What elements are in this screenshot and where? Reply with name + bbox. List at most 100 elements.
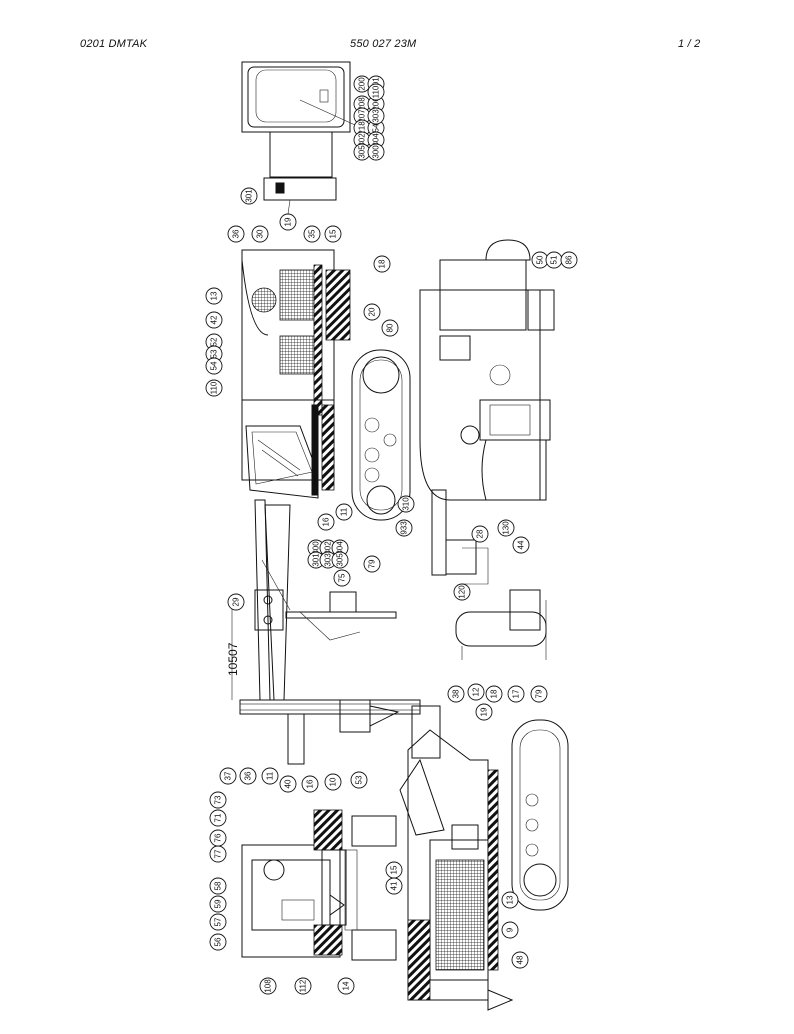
item-balloon: 20 bbox=[363, 303, 381, 321]
balloon-label: 44 bbox=[517, 540, 526, 549]
balloon-label: 30 bbox=[256, 229, 265, 238]
balloon-circle bbox=[303, 225, 321, 243]
item-balloon: 304 bbox=[331, 539, 349, 557]
balloon-label: 15 bbox=[329, 229, 338, 238]
balloon-label: 130 bbox=[502, 521, 511, 535]
balloon-label: 79 bbox=[368, 559, 377, 568]
balloon-label: 18 bbox=[378, 259, 387, 268]
balloon-circle bbox=[324, 773, 342, 791]
balloon-label: 305 bbox=[358, 145, 367, 159]
balloon-label: 112 bbox=[299, 979, 308, 992]
item-balloon: 120 bbox=[453, 583, 471, 601]
item-balloon: 56 bbox=[209, 933, 227, 951]
item-balloon: 15 bbox=[385, 861, 403, 879]
balloon-circle bbox=[501, 921, 519, 939]
balloon-label: 305 bbox=[336, 553, 345, 567]
balloon-label: 303 bbox=[372, 109, 381, 123]
balloon-circle bbox=[350, 771, 368, 789]
balloon-label: 207 bbox=[358, 109, 367, 123]
balloon-label: 206 bbox=[372, 97, 381, 111]
balloon-label: 17 bbox=[512, 689, 521, 698]
item-balloon: 37 bbox=[219, 767, 237, 785]
balloon-circle bbox=[530, 685, 548, 703]
balloon-label: 48 bbox=[516, 955, 525, 964]
balloon-circle bbox=[485, 685, 503, 703]
item-balloon: 110 bbox=[367, 83, 385, 101]
balloon-circle bbox=[209, 809, 227, 827]
balloon-label: 28 bbox=[476, 529, 485, 538]
item-balloon: 36 bbox=[239, 767, 257, 785]
header-page-indicator: 1 / 2 bbox=[678, 38, 701, 50]
balloon-circle bbox=[209, 933, 227, 951]
item-balloon: 13 bbox=[205, 287, 223, 305]
item-balloon: 301 bbox=[240, 187, 258, 205]
item-balloon: 18 bbox=[485, 685, 503, 703]
balloon-circle bbox=[363, 303, 381, 321]
balloon-label: 86 bbox=[565, 255, 574, 264]
rear-view bbox=[399, 705, 569, 1011]
balloon-circle bbox=[317, 513, 335, 531]
balloon-label: 58 bbox=[214, 881, 223, 890]
item-balloon: 12 bbox=[467, 683, 485, 701]
item-balloon: 11 bbox=[335, 503, 353, 521]
balloon-circle bbox=[395, 519, 413, 537]
balloon-label: 301 bbox=[312, 553, 321, 567]
balloon-label: 71 bbox=[214, 813, 223, 822]
balloon-circle bbox=[227, 225, 245, 243]
balloon-circle bbox=[453, 583, 471, 601]
item-balloon: 59 bbox=[209, 895, 227, 913]
balloon-circle bbox=[219, 767, 237, 785]
balloon-circle bbox=[205, 357, 223, 375]
balloon-label: 77 bbox=[214, 849, 223, 858]
length-dimension-label: 10507 bbox=[226, 642, 240, 676]
item-balloon: 76 bbox=[209, 829, 227, 847]
item-balloon: 40 bbox=[279, 775, 297, 793]
item-balloon: 19 bbox=[279, 213, 297, 231]
balloon-circle bbox=[471, 525, 489, 543]
balloon-circle bbox=[385, 877, 403, 895]
balloon-circle bbox=[240, 187, 258, 205]
item-balloon: 130 bbox=[497, 519, 515, 537]
balloon-circle bbox=[512, 536, 530, 554]
balloon-label: 302 bbox=[324, 541, 333, 555]
item-balloon: 17 bbox=[507, 685, 525, 703]
item-balloon: 42 bbox=[205, 311, 223, 329]
balloon-label: 80 bbox=[386, 323, 395, 332]
item-balloon: 77 bbox=[209, 845, 227, 863]
balloon-label: 218 bbox=[358, 121, 367, 135]
balloon-label: 54 bbox=[210, 361, 219, 370]
balloon-label: 16 bbox=[322, 517, 331, 526]
balloon-circle bbox=[335, 503, 353, 521]
balloon-circle bbox=[279, 775, 297, 793]
balloon-circle bbox=[367, 143, 385, 161]
balloon-label: 50 bbox=[536, 255, 545, 264]
balloon-circle bbox=[467, 683, 485, 701]
balloon-label: 10 bbox=[329, 777, 338, 786]
balloon-circle bbox=[205, 379, 223, 397]
item-balloon: 57 bbox=[209, 913, 227, 931]
item-balloon: 11 bbox=[261, 767, 279, 785]
balloon-circle bbox=[259, 977, 277, 995]
item-balloon: 79 bbox=[530, 685, 548, 703]
balloon-label: 200 bbox=[358, 77, 367, 91]
balloon-label: 38 bbox=[452, 689, 461, 698]
item-balloon: 300 bbox=[367, 143, 385, 161]
balloon-circle bbox=[239, 767, 257, 785]
balloon-label: 54 bbox=[372, 123, 381, 132]
balloon-label: 933 bbox=[400, 521, 409, 535]
balloon-circle bbox=[373, 255, 391, 273]
balloon-label: 15 bbox=[390, 865, 399, 874]
item-balloon: 30 bbox=[251, 225, 269, 243]
balloon-label: 52 bbox=[210, 337, 219, 346]
top-view-balloons: 2002012082072182063023055430330430030119… bbox=[240, 75, 385, 231]
balloon-label: 310 bbox=[402, 497, 411, 511]
balloon-circle bbox=[251, 225, 269, 243]
balloon-label: 37 bbox=[224, 771, 233, 780]
item-balloon: 53 bbox=[350, 771, 368, 789]
item-balloon: 29 bbox=[227, 593, 245, 611]
balloon-label: 57 bbox=[214, 917, 223, 926]
balloon-label: 36 bbox=[232, 229, 241, 238]
balloon-circle bbox=[209, 845, 227, 863]
item-balloon: 10 bbox=[324, 773, 342, 791]
balloon-label: 304 bbox=[336, 541, 345, 555]
